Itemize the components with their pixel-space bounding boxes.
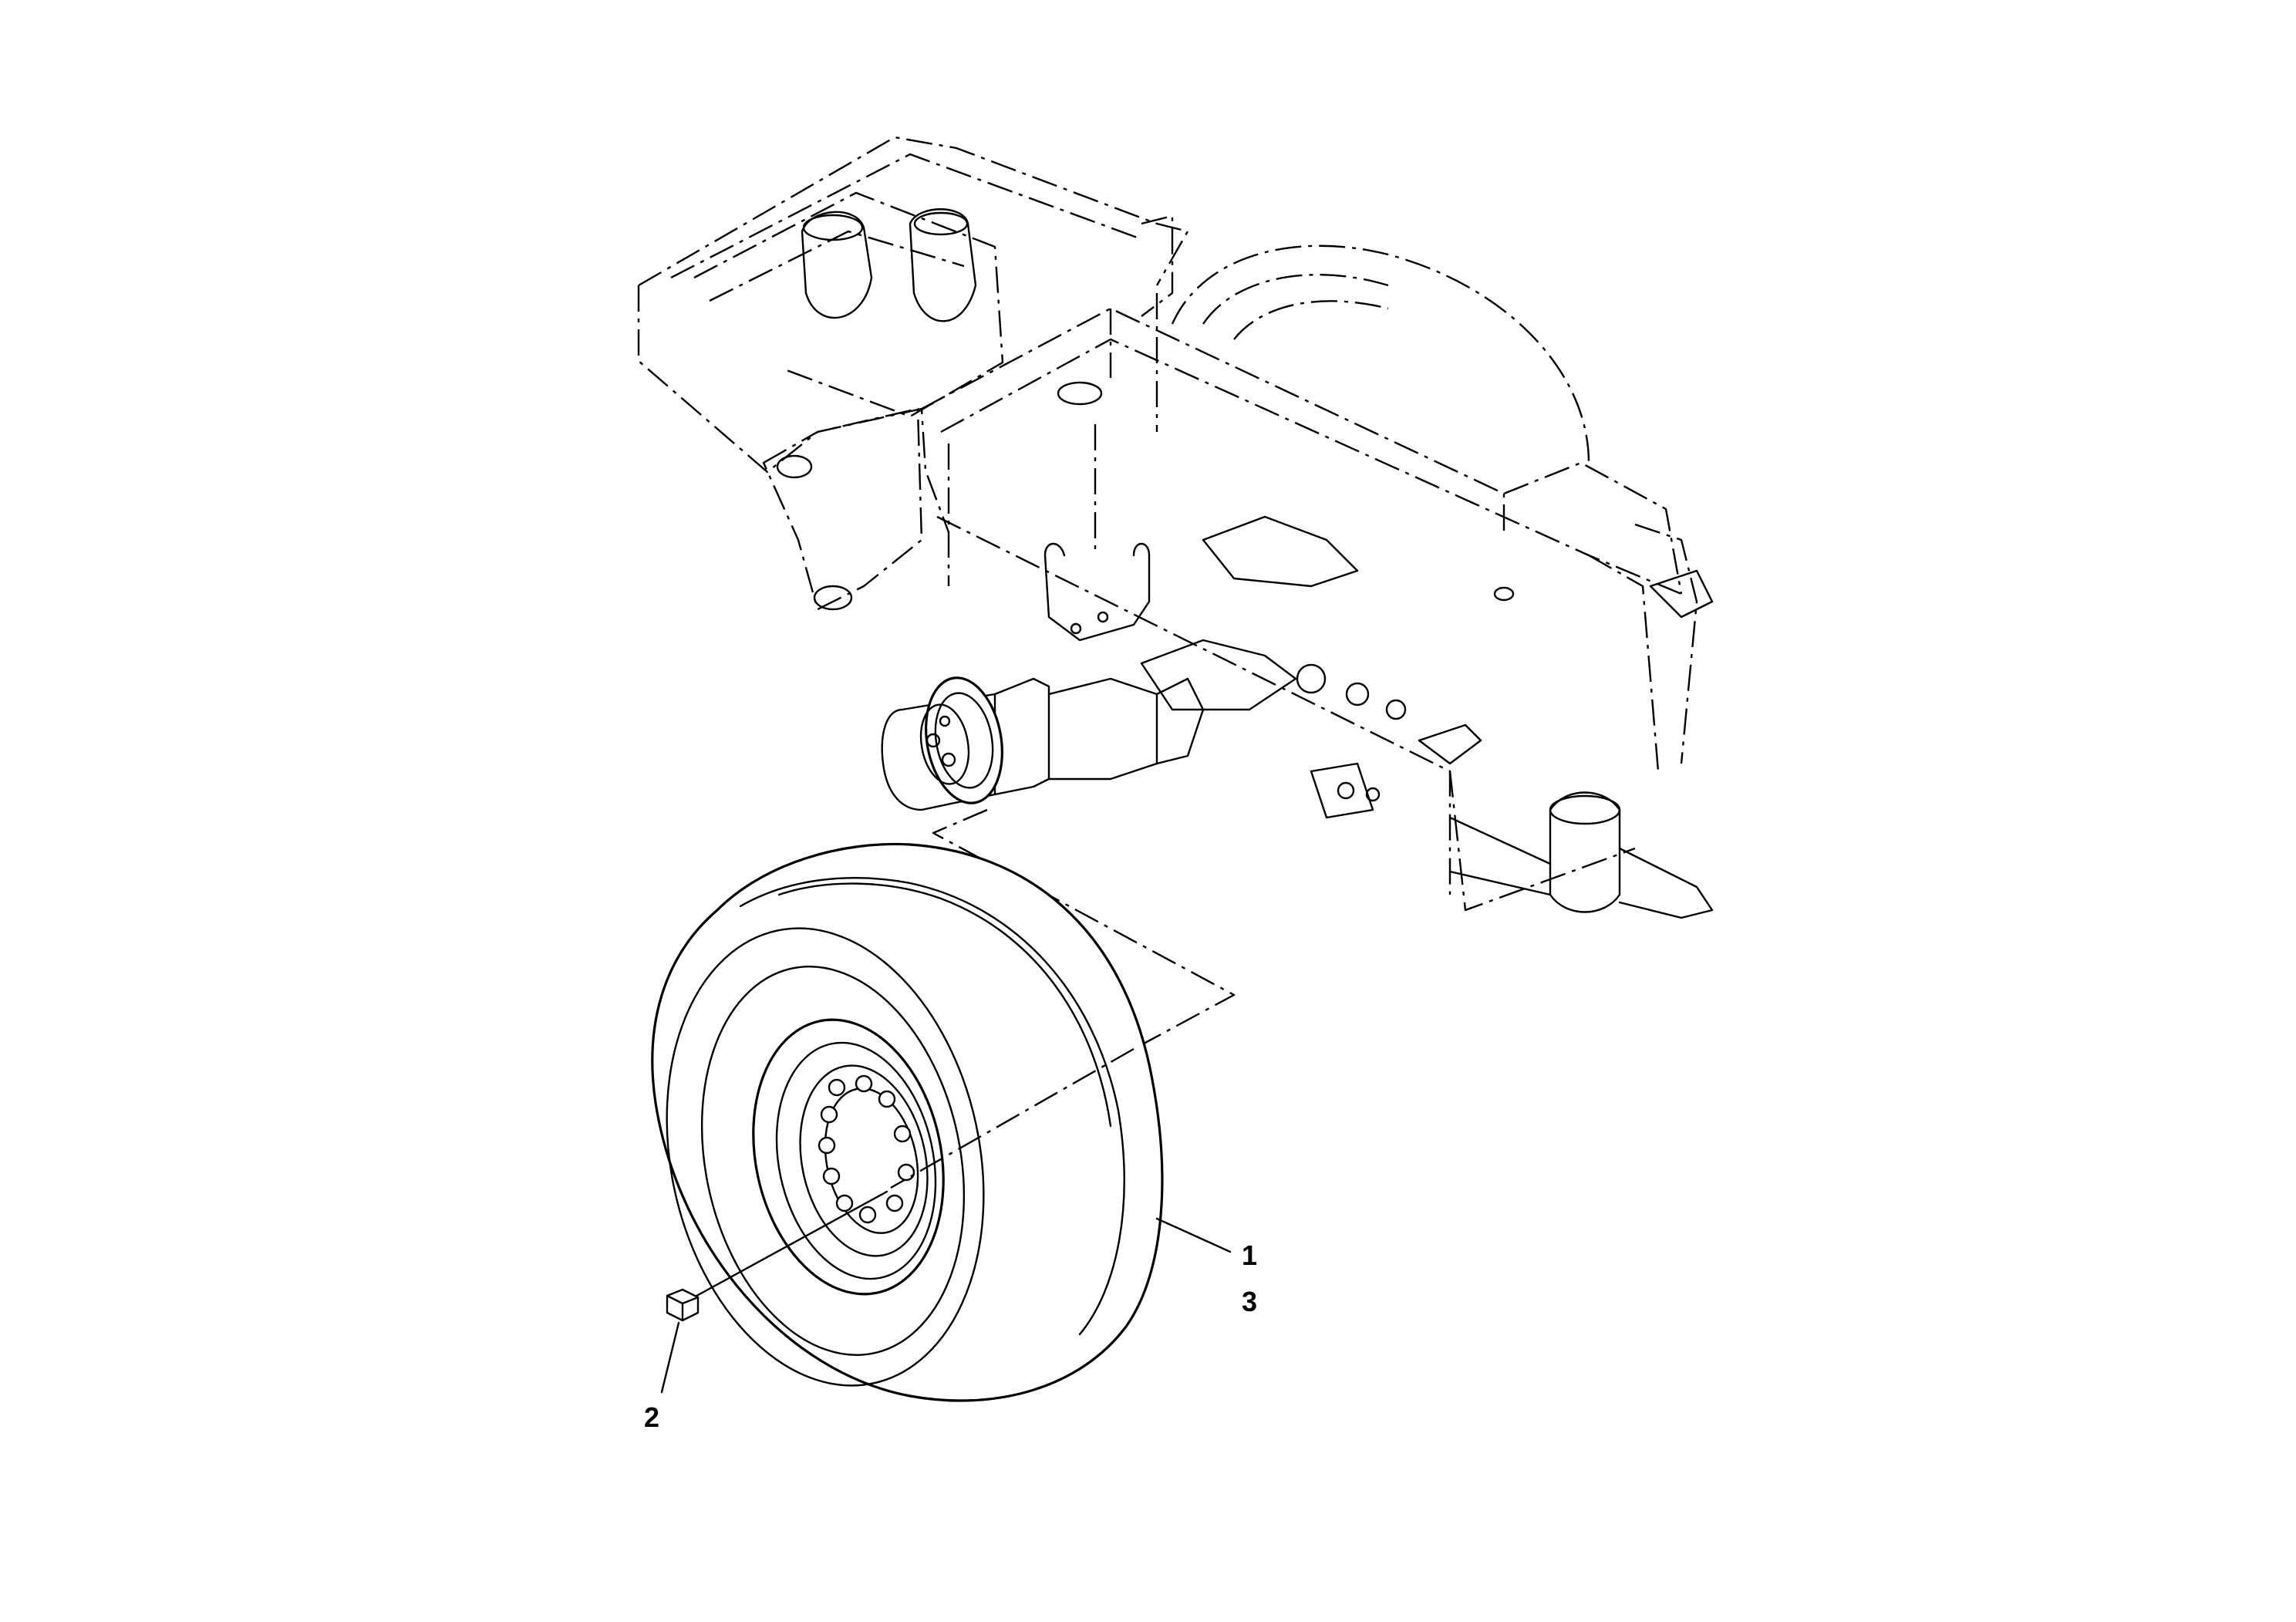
callout-1: 1 xyxy=(1242,1239,1257,1271)
callout-3: 3 xyxy=(1242,1286,1257,1317)
callout-labels: 1 3 2 xyxy=(644,1239,1257,1433)
callout-leaders xyxy=(660,1217,1232,1394)
wheel-assembly xyxy=(651,842,1164,1402)
chassis-frame-phantom xyxy=(637,136,1714,919)
wheel-nut xyxy=(666,1288,700,1322)
axle-hub xyxy=(881,676,1205,811)
assembly-leader-line xyxy=(932,808,1236,1050)
callout-2: 2 xyxy=(644,1401,659,1433)
